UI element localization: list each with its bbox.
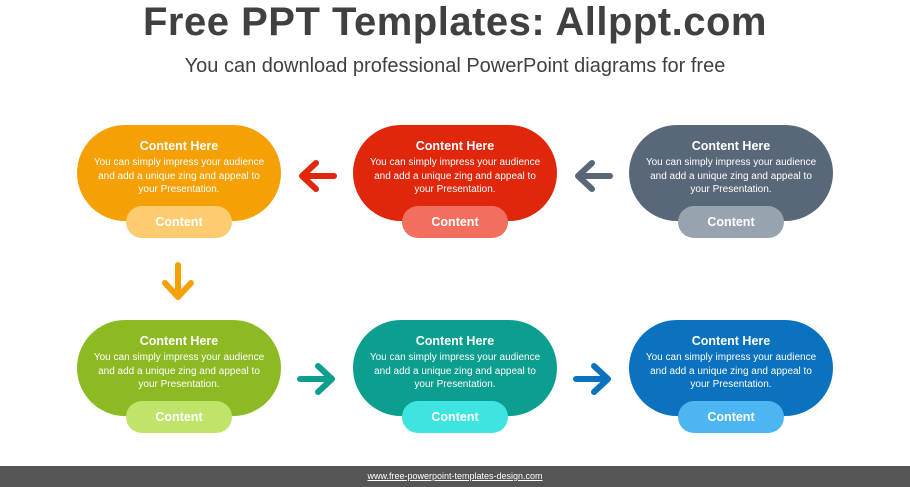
step-card-title: Content Here bbox=[691, 139, 771, 153]
page-title: Free PPT Templates: Allppt.com bbox=[142, 0, 767, 44]
step-pill-4: Content bbox=[126, 401, 232, 433]
step-card-title: Content Here bbox=[139, 139, 219, 153]
step-pill-1: Content bbox=[126, 206, 232, 238]
footer-link[interactable]: www.free-powerpoint-templates-design.com bbox=[0, 466, 910, 487]
arrow-left-icon bbox=[575, 160, 613, 192]
step-card-text: You can simply impress your audience and… bbox=[645, 352, 817, 390]
step-card-6: Content Here You can simply impress your… bbox=[629, 320, 833, 416]
step-pill-3: Content bbox=[678, 206, 784, 238]
step-card-1: Content Here You can simply impress your… bbox=[77, 125, 281, 221]
arrow-right-icon bbox=[297, 363, 335, 395]
step-card-text: You can simply impress your audience and… bbox=[369, 157, 541, 195]
step-card-title: Content Here bbox=[691, 334, 771, 348]
step-card-title: Content Here bbox=[415, 334, 495, 348]
step-card-text: You can simply impress your audience and… bbox=[369, 352, 541, 390]
step-card-2: Content Here You can simply impress your… bbox=[353, 125, 557, 221]
page-subtitle: You can download professional PowerPoint… bbox=[184, 55, 726, 77]
step-pill-5: Content bbox=[402, 401, 508, 433]
step-pill-2: Content bbox=[402, 206, 508, 238]
step-card-3: Content Here You can simply impress your… bbox=[629, 125, 833, 221]
arrow-left-icon bbox=[299, 160, 337, 192]
step-card-text: You can simply impress your audience and… bbox=[93, 157, 265, 195]
step-card-title: Content Here bbox=[415, 139, 495, 153]
step-card-text: You can simply impress your audience and… bbox=[645, 157, 817, 195]
arrow-down-icon bbox=[162, 262, 194, 300]
step-card-4: Content Here You can simply impress your… bbox=[77, 320, 281, 416]
arrow-right-icon bbox=[573, 363, 611, 395]
step-card-text: You can simply impress your audience and… bbox=[93, 352, 265, 390]
step-pill-6: Content bbox=[678, 401, 784, 433]
step-card-title: Content Here bbox=[139, 334, 219, 348]
step-card-5: Content Here You can simply impress your… bbox=[353, 320, 557, 416]
